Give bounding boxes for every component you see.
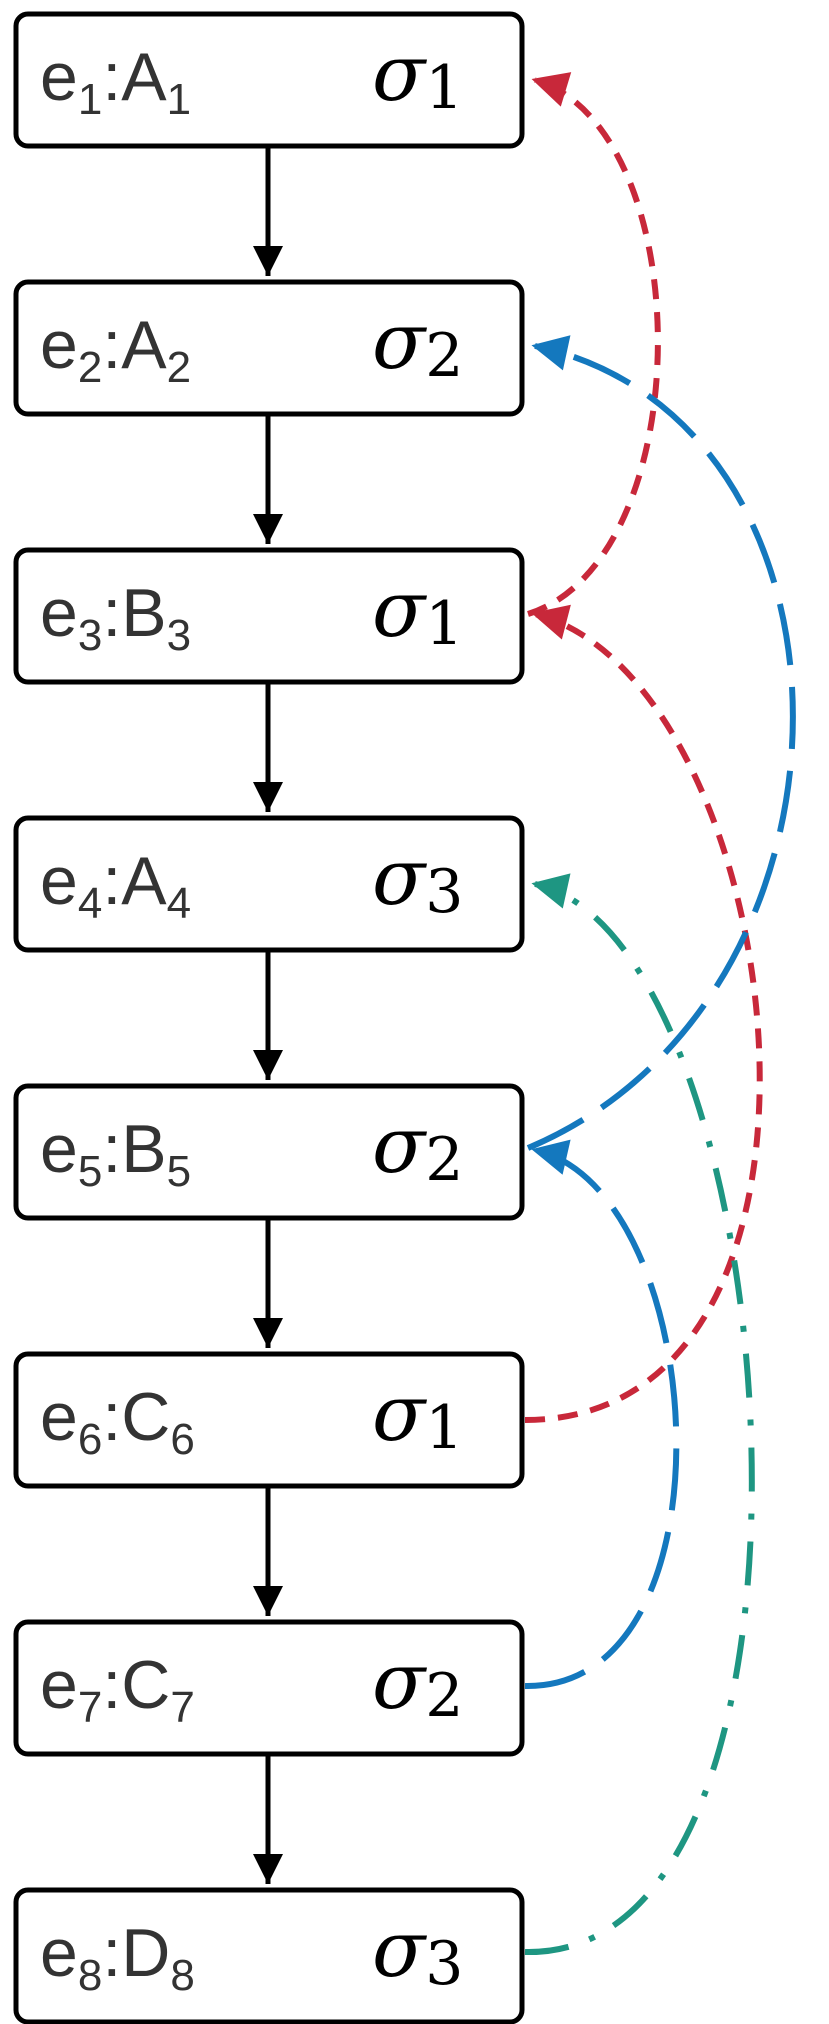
event-activity-label: e4:A4 (40, 843, 191, 928)
event-node-box (13, 1619, 525, 1757)
event-node-e6: e6:C6 σ1 (13, 1351, 525, 1489)
event-letter: e (40, 39, 78, 115)
event-node-e8: e8:D8 σ3 (13, 1887, 525, 2024)
activity-letter: C (121, 1379, 170, 1455)
event-index: 3 (78, 611, 102, 660)
resource-edge-sigma1-e6-e3 (524, 604, 763, 1423)
event-activity-label: e7:C7 (40, 1647, 195, 1732)
event-node-box (13, 547, 525, 685)
activity-letter: B (121, 1111, 166, 1187)
resource-symbol: σ (372, 833, 427, 923)
resource-symbol: σ (372, 1905, 427, 1995)
activity-index: 5 (167, 1147, 191, 1196)
resource-symbol: σ (372, 1369, 427, 1459)
activity-index: 3 (167, 611, 191, 660)
separator: : (102, 39, 121, 115)
resource-symbol: σ (372, 1101, 427, 1191)
resource-index: 2 (425, 321, 463, 391)
activity-letter: B (121, 575, 166, 651)
activity-index: 6 (170, 1415, 194, 1464)
resource-label: σ1 (372, 1369, 463, 1463)
activity-index: 8 (170, 1951, 194, 2000)
event-nodes: e1:A1 σ1 e2:A2 σ2 e3:B3 σ1 e4:A4 σ3 e5:B… (13, 11, 525, 2024)
separator: : (102, 307, 121, 383)
resource-index: 2 (425, 1661, 463, 1731)
event-activity-label: e3:B3 (40, 575, 191, 660)
separator: : (102, 1915, 121, 1991)
event-activity-label: e6:C6 (40, 1379, 195, 1464)
event-index: 6 (78, 1415, 102, 1464)
event-letter: e (40, 843, 78, 919)
event-activity-label: e1:A1 (40, 39, 191, 124)
resource-label: σ2 (372, 1101, 463, 1195)
separator: : (102, 1647, 121, 1723)
event-index: 4 (78, 879, 102, 928)
event-node-box (13, 11, 525, 149)
event-node-e4: e4:A4 σ3 (13, 815, 525, 953)
event-activity-label: e2:A2 (40, 307, 191, 392)
event-node-e1: e1:A1 σ1 (13, 11, 525, 149)
resource-label: σ1 (372, 565, 463, 659)
resource-index: 1 (425, 1393, 463, 1463)
activity-index: 7 (170, 1683, 194, 1732)
event-node-e3: e3:B3 σ1 (13, 547, 525, 685)
event-node-box (13, 1887, 525, 2024)
activity-letter: A (121, 843, 167, 919)
separator: : (102, 575, 121, 651)
event-index: 1 (78, 75, 102, 124)
resource-label: σ2 (372, 297, 463, 391)
event-letter: e (40, 1111, 78, 1187)
resource-symbol: σ (372, 297, 427, 387)
resource-label: σ3 (372, 1905, 463, 1999)
event-index: 2 (78, 343, 102, 392)
event-activity-label: e8:D8 (40, 1915, 195, 2000)
activity-index: 4 (167, 879, 191, 928)
resource-index: 1 (425, 53, 463, 123)
resource-symbol: σ (372, 1637, 427, 1727)
activity-letter: D (121, 1915, 170, 1991)
activity-letter: A (121, 39, 167, 115)
event-letter: e (40, 307, 78, 383)
event-node-box (13, 815, 525, 953)
resource-index: 3 (425, 1929, 463, 1999)
event-index: 8 (78, 1951, 102, 2000)
separator: : (102, 1111, 121, 1187)
event-activity-label: e5:B5 (40, 1111, 191, 1196)
resource-label: σ2 (372, 1637, 463, 1731)
resource-symbol: σ (372, 29, 427, 119)
resource-edge-sigma2-e5-e2 (526, 335, 796, 1151)
resource-label: σ1 (372, 29, 463, 123)
activity-letter: C (121, 1647, 170, 1723)
event-letter: e (40, 1379, 78, 1455)
resource-edge-sigma2-e7-e5 (524, 1139, 680, 1690)
event-node-e7: e7:C7 σ2 (13, 1619, 525, 1757)
event-letter: e (40, 1915, 78, 1991)
event-node-box (13, 1351, 525, 1489)
event-node-box (13, 279, 525, 417)
event-node-box (13, 1083, 525, 1221)
resource-symbol: σ (372, 565, 427, 655)
event-index: 5 (78, 1147, 102, 1196)
event-letter: e (40, 1647, 78, 1723)
separator: : (102, 843, 121, 919)
resource-index: 3 (425, 857, 463, 927)
resource-edges (524, 72, 796, 1956)
activity-index: 2 (167, 343, 191, 392)
resource-label: σ3 (372, 833, 463, 927)
resource-index: 1 (425, 589, 463, 659)
activity-index: 1 (167, 75, 191, 124)
resource-edge-sigma1-e3-e1 (527, 72, 661, 617)
resource-index: 2 (425, 1125, 463, 1195)
event-node-e2: e2:A2 σ2 (13, 279, 525, 417)
activity-letter: A (121, 307, 167, 383)
separator: : (102, 1379, 121, 1455)
event-node-e5: e5:B5 σ2 (13, 1083, 525, 1221)
event-index: 7 (78, 1683, 102, 1732)
event-letter: e (40, 575, 78, 651)
